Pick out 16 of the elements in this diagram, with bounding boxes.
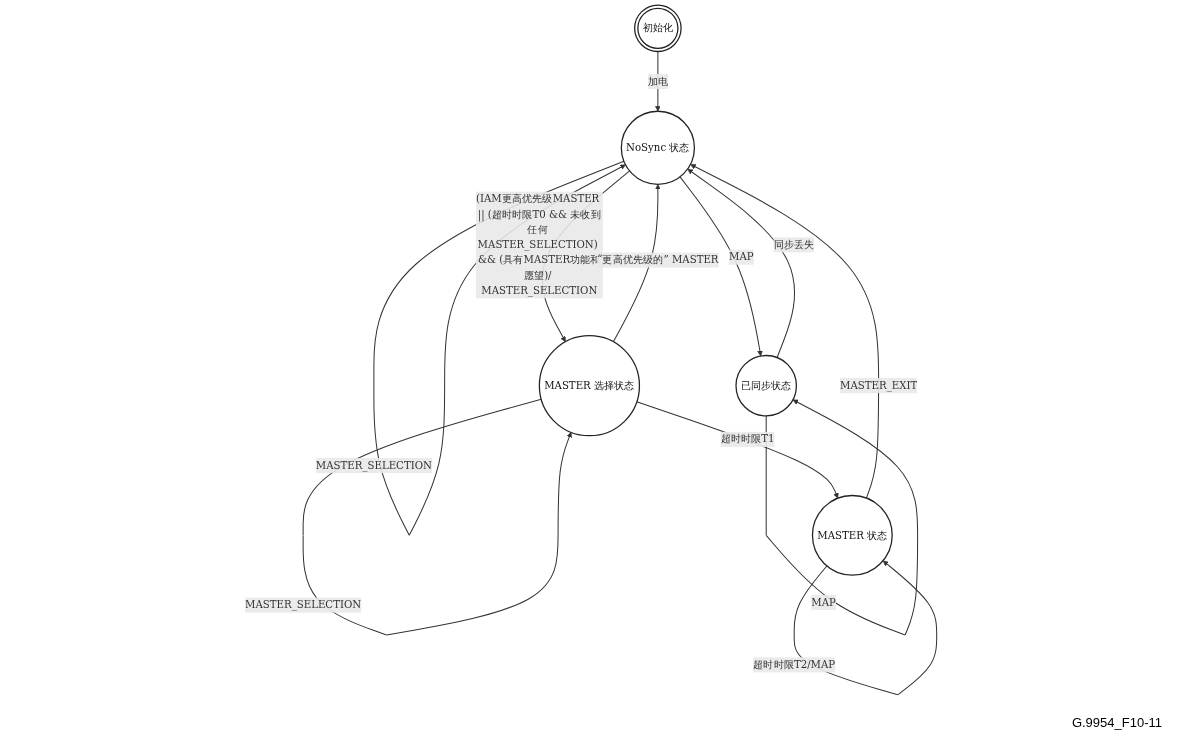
edge-label: 超时时限T2/MAP [753,657,836,673]
state-circle: NoSync 状态 [620,110,696,185]
edge-label: 加电 [647,73,669,89]
edge-label: MASTER_EXIT [840,378,918,394]
edge-label: MASTER_SELECTION [315,458,433,474]
state-circle: MASTER 选择状态 [538,335,641,437]
figure-id-note: G.9954_F10-11 [1071,715,1162,730]
edge-label: MAP [811,594,836,611]
edge-label: 超时时限T1 [720,431,775,447]
state-circle: 已同步状态 [735,354,798,417]
edge-label: MASTER_SELECTION [245,597,362,613]
state-circle: MASTER 状态 [811,494,893,576]
edge-label: “更高优先级的” MASTER [597,252,719,268]
edge-label: MAP [729,249,754,265]
state-circle: 初始化 [634,4,682,53]
edge-label: 同步丢失 [773,237,815,253]
